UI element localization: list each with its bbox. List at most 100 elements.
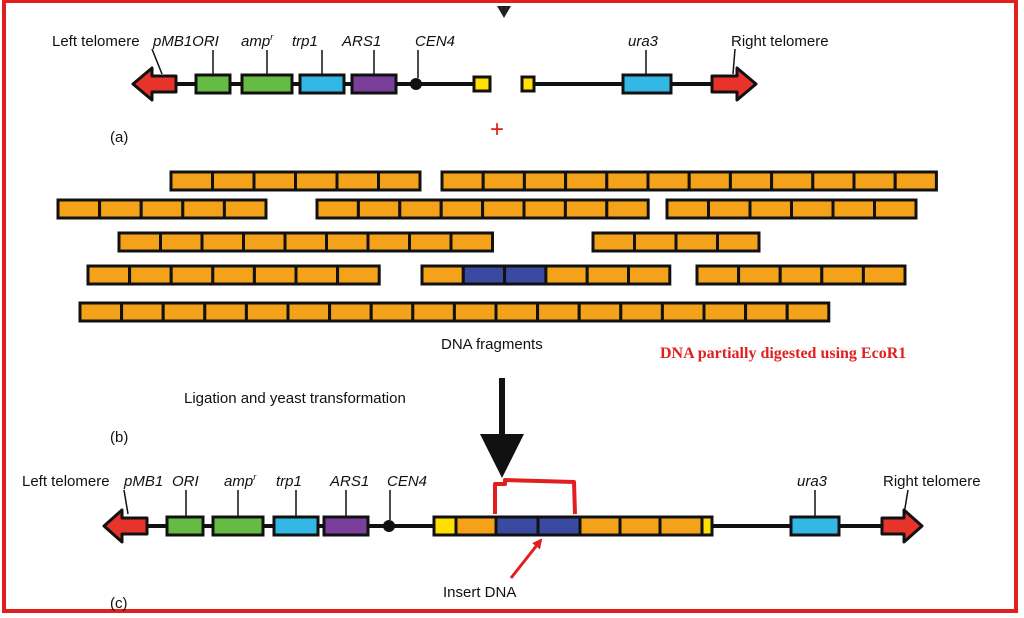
fragment-segment bbox=[181, 198, 226, 220]
insert-segment bbox=[461, 264, 507, 286]
right-telomere-arrow-c bbox=[880, 508, 924, 544]
insert-pointer-arrow bbox=[509, 538, 543, 579]
ori-box-c bbox=[165, 515, 205, 537]
fragment-segment bbox=[203, 301, 248, 323]
ura3-label-a: ura3 bbox=[628, 33, 659, 50]
fragment-segment bbox=[695, 264, 741, 286]
left-telomere-label-a: Left telomere bbox=[52, 33, 140, 50]
fragment-segment bbox=[494, 301, 540, 323]
fragment-segment bbox=[811, 170, 856, 192]
left-telomere-arrow-c bbox=[102, 508, 149, 544]
right-telomere-label-a: Right telomere bbox=[731, 33, 829, 50]
cen4-label-c: CEN4 bbox=[387, 473, 427, 490]
fragment-segment bbox=[728, 170, 774, 192]
yellow-site-c-right bbox=[700, 515, 714, 537]
fragment-segment bbox=[328, 301, 373, 323]
ura3-box-c bbox=[789, 515, 841, 537]
ligation-label: Ligation and yeast transformation bbox=[184, 390, 406, 407]
fragment-segment bbox=[139, 198, 185, 220]
fragment-segment bbox=[211, 170, 256, 192]
fragment-segment bbox=[336, 264, 381, 286]
insert-segment-c bbox=[494, 515, 540, 537]
trp1-label-a: trp1 bbox=[292, 33, 318, 50]
panel-a-construct: Left telomere pMB1ORI ampr trp1 ARS1 CEN… bbox=[52, 32, 829, 146]
fragment-segment bbox=[159, 231, 204, 253]
digest-note: DNA partially digested using EcoR1 bbox=[660, 345, 906, 362]
fragment-segment-c bbox=[618, 515, 662, 537]
fragment-segment bbox=[366, 231, 411, 253]
fragment-segment bbox=[128, 264, 173, 286]
fragment-segment bbox=[737, 264, 782, 286]
fragment-segment bbox=[820, 264, 865, 286]
fragment-segment bbox=[294, 264, 340, 286]
left-telomere-label-c: Left telomere bbox=[22, 473, 110, 490]
fragment-segment bbox=[707, 198, 752, 220]
pmb1-ori-box bbox=[194, 73, 232, 95]
fragment-segment bbox=[702, 301, 748, 323]
fragment-segment bbox=[536, 301, 581, 323]
fragment-segment bbox=[687, 170, 732, 192]
trp1-box-c bbox=[272, 515, 320, 537]
fragment-segment-c bbox=[578, 515, 622, 537]
fragment-segment bbox=[161, 301, 207, 323]
fragment-segment bbox=[252, 264, 298, 286]
ori-label-c: ORI bbox=[172, 473, 199, 490]
fragment-segment bbox=[778, 264, 824, 286]
right-telomere-arrow bbox=[710, 66, 758, 102]
fragment-segment-c bbox=[658, 515, 704, 537]
fragment-segment bbox=[564, 170, 609, 192]
ars1-label-a: ARS1 bbox=[341, 33, 381, 50]
fragment-segment bbox=[411, 301, 456, 323]
ligation-arrow bbox=[480, 378, 524, 478]
ars1-box bbox=[350, 73, 398, 95]
fragment-segment bbox=[440, 170, 485, 192]
fragment-segment bbox=[873, 198, 918, 220]
fragment-segment bbox=[169, 170, 214, 192]
yellow-site-right bbox=[520, 75, 536, 93]
fragment-segment bbox=[660, 301, 706, 323]
fragment-segment bbox=[86, 264, 132, 286]
top-arrow-tip bbox=[497, 6, 511, 18]
fragment-segment bbox=[861, 264, 907, 286]
trp1-label-c: trp1 bbox=[276, 473, 302, 490]
fragment-segment bbox=[200, 231, 245, 253]
fragment-segment bbox=[481, 198, 526, 220]
fragment-segment bbox=[420, 264, 465, 286]
fragment-segment bbox=[369, 301, 415, 323]
fragment-segment bbox=[222, 198, 268, 220]
fragment-segment bbox=[377, 170, 422, 192]
plus-sign: + bbox=[490, 116, 504, 143]
fragment-segment bbox=[544, 264, 589, 286]
ars1-label-c: ARS1 bbox=[329, 473, 369, 490]
fragment-segment bbox=[585, 264, 631, 286]
amp-box-c bbox=[211, 515, 265, 537]
fragment-segment bbox=[315, 198, 360, 220]
fragment-segment bbox=[294, 170, 339, 192]
fragment-segment bbox=[120, 301, 165, 323]
fragment-segment bbox=[211, 264, 256, 286]
cen4-label-a: CEN4 bbox=[415, 33, 455, 50]
dna-fragments-label: DNA fragments bbox=[441, 336, 543, 353]
fragment-segment bbox=[893, 170, 938, 192]
fragment-segment bbox=[56, 198, 102, 220]
cen4-centromere-c bbox=[383, 520, 395, 532]
ars1-box-c bbox=[322, 515, 370, 537]
panel-a-label: (a) bbox=[110, 129, 128, 146]
trp1-box bbox=[298, 73, 346, 95]
fragment-segment bbox=[770, 170, 815, 192]
fragment-segment bbox=[242, 231, 287, 253]
fragment-segment bbox=[591, 231, 636, 253]
fragment-segment bbox=[716, 231, 761, 253]
fragment-segment bbox=[117, 231, 162, 253]
fragment-segment bbox=[439, 198, 485, 220]
fragment-segment bbox=[605, 170, 650, 192]
fragment-segment bbox=[633, 231, 678, 253]
fragment-segment bbox=[744, 301, 789, 323]
fragment-segment bbox=[522, 198, 567, 220]
fragment-segment bbox=[78, 301, 124, 323]
ura3-box bbox=[621, 73, 673, 95]
fragment-segment bbox=[674, 231, 719, 253]
fragment-segment bbox=[169, 264, 215, 286]
fragment-segment-c bbox=[454, 515, 498, 537]
